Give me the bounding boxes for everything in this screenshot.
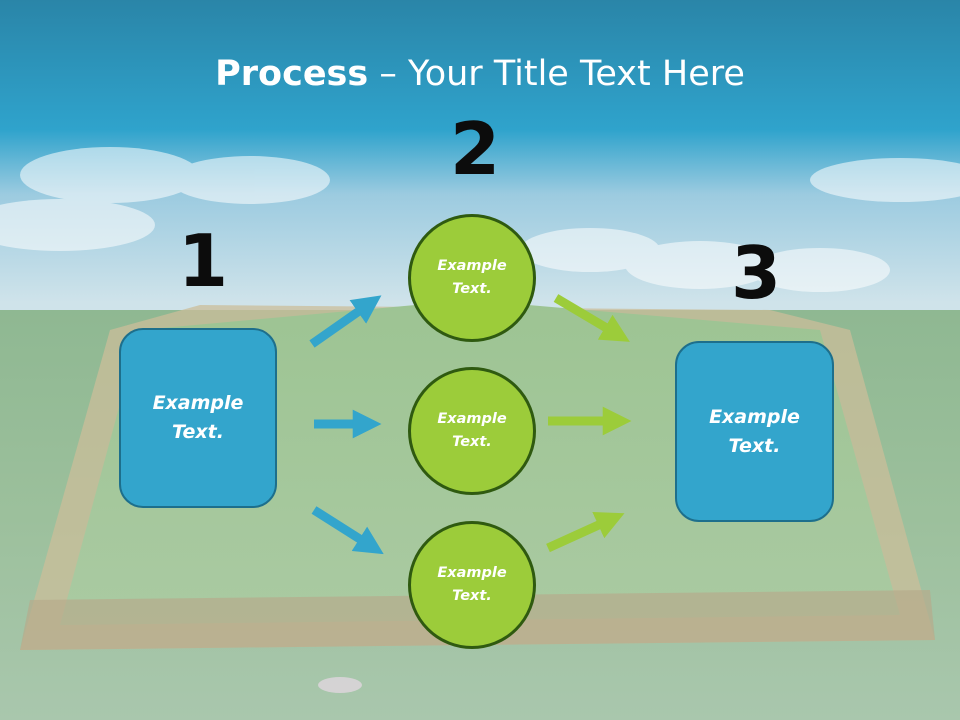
circle-top-line2: Text. xyxy=(452,281,492,297)
title-dash: – xyxy=(368,54,408,94)
step-number-1: 1 xyxy=(178,219,229,303)
circle-middle-line2: Text. xyxy=(452,434,492,450)
step-number-2: 2 xyxy=(450,107,501,191)
step-number-3: 3 xyxy=(731,231,782,315)
step-3-text-line2: Text. xyxy=(728,434,781,457)
circle-middle-line1: Example xyxy=(437,411,507,427)
circle-bottom-line1: Example xyxy=(437,565,507,581)
slide-title: Process – Your Title Text Here xyxy=(0,52,960,96)
circle-bottom-line2: Text. xyxy=(452,588,492,604)
title-rest: Your Title Text Here xyxy=(407,54,745,94)
circle-top-line1: Example xyxy=(437,258,507,274)
step-3-text-line1: Example xyxy=(709,405,800,428)
step-1-text-line1: Example xyxy=(152,392,244,414)
step-1-text-line2: Text. xyxy=(172,421,224,443)
title-bold: Process xyxy=(215,54,369,94)
